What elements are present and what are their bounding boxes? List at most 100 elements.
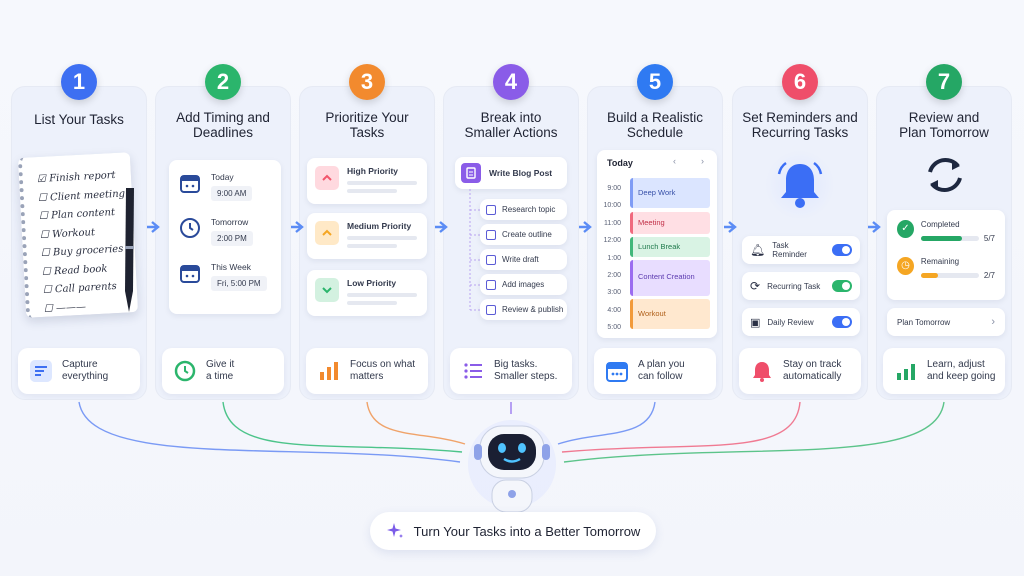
footer-tagline: Turn Your Tasks into a Better Tomorrow [370, 512, 656, 550]
priority-medium[interactable]: Medium Priority [307, 213, 427, 259]
chevron-up-icon [315, 221, 339, 245]
step-number-2: 2 [205, 64, 241, 100]
bell-icon [765, 150, 835, 220]
step-summary-7: Learn, adjust and keep going [883, 348, 1005, 394]
checkbox-icon[interactable] [486, 279, 496, 290]
subtask[interactable]: Review & publish [480, 299, 567, 320]
checkbox-icon[interactable] [486, 254, 496, 265]
arrow-right-icon [435, 221, 448, 233]
step-title-3: Prioritize Your Tasks [325, 110, 409, 140]
toggle-switch[interactable] [832, 244, 852, 256]
step-number-1: 1 [61, 64, 97, 100]
chevron-right-icon[interactable]: › [701, 156, 704, 166]
priority-label: Medium Priority [347, 221, 412, 231]
step-number-7: 7 [926, 64, 962, 100]
plan-tomorrow-button[interactable]: Plan Tomorrow› [887, 308, 1005, 336]
bell-icon: 🔔︎ [750, 243, 766, 257]
calendar-icon [606, 362, 628, 382]
priority-low[interactable]: Low Priority [307, 270, 427, 316]
checklist-icon [464, 363, 482, 379]
checkbox-icon[interactable] [486, 304, 496, 315]
completed-progress [920, 236, 963, 241]
checkbox-icon[interactable] [486, 204, 496, 215]
chevron-left-icon[interactable]: ‹ [673, 156, 676, 166]
checkbox-icon[interactable] [486, 229, 496, 240]
priority-high[interactable]: High Priority [307, 158, 427, 204]
step-summary-2: Give it a time [162, 348, 284, 394]
list-icon [30, 360, 52, 382]
arrow-right-icon [868, 221, 881, 233]
priority-label: High Priority [347, 166, 399, 176]
subtask[interactable]: Create outline [480, 224, 567, 245]
review-card: ✓ Completed 5/7 ◷ Remaining 2/7 [887, 210, 1005, 300]
step-title-1: List Your Tasks [34, 112, 124, 127]
document-icon [461, 163, 481, 183]
growth-chart-icon [897, 364, 915, 380]
bell-icon [753, 362, 771, 382]
calendar-check-icon: ▣ [750, 316, 761, 329]
clock-icon: ◷ [897, 257, 914, 275]
toggle-switch[interactable] [832, 316, 852, 328]
bar-chart-icon [320, 362, 338, 380]
arrow-right-icon [291, 221, 304, 233]
step-summary-5: A plan you can follow [594, 348, 716, 394]
timing-label: Today [211, 172, 234, 182]
step-title-6: Set Reminders and Recurring Tasks [742, 110, 858, 140]
refresh-icon: ⟳ [750, 279, 761, 293]
chevron-down-icon [315, 278, 339, 302]
chevron-up-icon [315, 166, 339, 190]
completed-label: Completed [920, 220, 960, 229]
reminder-row[interactable]: ▣Daily Review [742, 308, 860, 336]
schedule-block[interactable]: Meeting [630, 212, 710, 234]
refresh-cycle-icon [928, 158, 962, 192]
step-number-3: 3 [349, 64, 385, 100]
step-number-5: 5 [637, 64, 673, 100]
timing-label: Tomorrow [211, 217, 249, 227]
reminder-row[interactable]: ⟳Recurring Task [742, 272, 860, 300]
step-number-6: 6 [782, 64, 818, 100]
arrow-right-icon [147, 221, 160, 233]
calendar-icon [180, 265, 200, 283]
step-title-7: Review and Plan Tomorrow [899, 110, 989, 140]
step-summary-1: Capture everything [18, 348, 140, 394]
step-summary-3: Focus on what matters [306, 348, 428, 394]
completed-value: 5/7 [983, 234, 995, 243]
toggle-switch[interactable] [832, 280, 852, 292]
step-title-2: Add Timing and Deadlines [176, 110, 270, 140]
subtask[interactable]: Add images [480, 274, 567, 295]
step-summary-6: Stay on track automatically [739, 348, 861, 394]
subtask[interactable]: Research topic [480, 199, 567, 220]
schedule-block[interactable]: Deep Work [630, 178, 710, 208]
tree-lines [469, 189, 482, 311]
schedule-block[interactable]: Workout [630, 299, 710, 329]
arrow-right-icon [579, 221, 592, 233]
arrow-right-icon [724, 221, 737, 233]
step-number-4: 4 [493, 64, 529, 100]
chevron-right-icon: › [991, 316, 995, 328]
reminder-row[interactable]: 🔔︎Task Reminder [742, 236, 860, 264]
subtask[interactable]: Write draft [480, 249, 567, 270]
step-title-4: Break into Smaller Actions [464, 110, 558, 140]
robot-mascot-icon [468, 420, 556, 513]
schedule-block[interactable]: Content Creation [630, 260, 710, 296]
sparkle-icon [386, 523, 403, 538]
timing-time: 2:00 PM [211, 231, 253, 246]
parent-task-label: Write Blog Post [489, 168, 553, 178]
parent-task[interactable]: Write Blog Post [455, 157, 567, 189]
remaining-value: 2/7 [983, 271, 995, 280]
timing-time: Fri, 5:00 PM [211, 276, 267, 291]
pen-icon [125, 188, 134, 312]
remaining-progress [920, 273, 938, 278]
check-circle-icon: ✓ [897, 220, 914, 238]
schedule-day: Today [607, 158, 633, 168]
priority-label: Low Priority [347, 278, 397, 288]
clock-icon [174, 360, 196, 382]
schedule-block[interactable]: Lunch Break [630, 237, 710, 257]
remaining-label: Remaining [920, 257, 960, 266]
timing-label: This Week [211, 262, 251, 272]
clock-icon [180, 218, 200, 238]
timing-time: 9:00 AM [211, 186, 253, 201]
